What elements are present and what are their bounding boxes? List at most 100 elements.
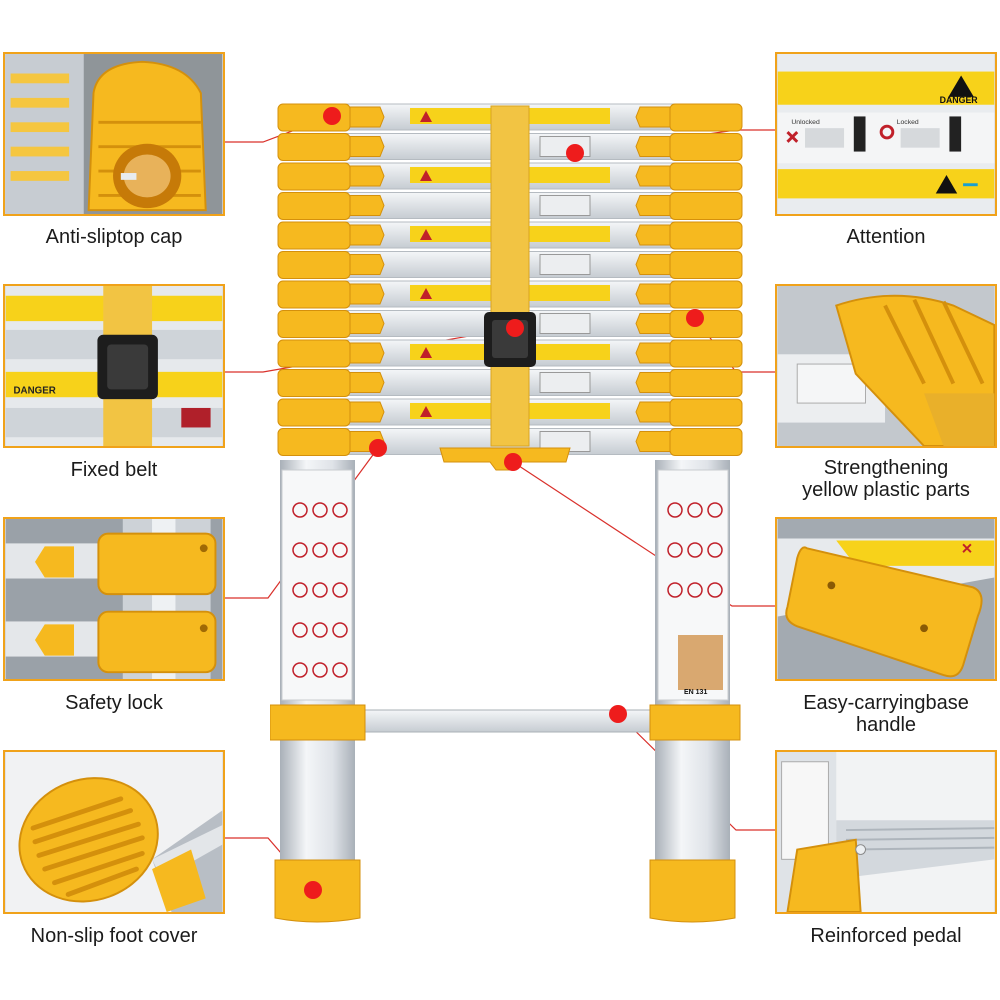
- prohibition-icon: [312, 662, 328, 678]
- left-rung-cap: [277, 251, 351, 279]
- left-rung-clip: [349, 106, 385, 128]
- right-rung-clip: [635, 431, 671, 452]
- prohibition-icon: [292, 582, 308, 598]
- warning-triangle-icon: [420, 170, 432, 181]
- prohibition-icon: [667, 542, 683, 558]
- left-rung-cap: [277, 280, 351, 309]
- left-rung-cap: [277, 133, 351, 161]
- prohibition-icon: [312, 622, 328, 638]
- left-rung-clip: [349, 283, 385, 305]
- prohibition-icon: [707, 582, 723, 598]
- prohibition-icon: [312, 542, 328, 558]
- carrying-handle-label-line2: handle: [855, 714, 917, 736]
- right-rung-cap: [669, 310, 743, 338]
- locked-text: Locked: [897, 119, 919, 126]
- foot-cover-panel: [3, 750, 225, 914]
- danger-text-belt: DANGER: [14, 385, 56, 396]
- strengthening-image: [777, 286, 995, 446]
- pedal-label: Reinforced pedal: [810, 925, 962, 947]
- sticker-icons: [292, 502, 723, 678]
- unlocked-text: Unlocked: [791, 119, 820, 126]
- foot-cover-image: [5, 752, 223, 912]
- attention-panel: DANGER Unlocked Locked: [775, 52, 997, 216]
- left-rung-clip: [349, 224, 385, 246]
- prohibition-icon: [332, 502, 348, 518]
- prohibition-icon: [667, 502, 683, 518]
- left-rung-clip: [349, 136, 385, 157]
- strengthening-label: Strengthening yellow plastic parts: [775, 457, 997, 501]
- left-rung-clip: [349, 401, 385, 423]
- left-rung-cap: [277, 369, 351, 397]
- anti-sliptop-cap-image: [5, 54, 223, 214]
- right-rung-cap: [669, 398, 743, 427]
- warning-triangle-icon: [420, 288, 432, 299]
- left-rung-cap: [277, 192, 351, 220]
- prohibition-icon: [707, 542, 723, 558]
- right-rung-clip: [635, 254, 671, 275]
- carrying-handle-image: [777, 519, 995, 679]
- prohibition-icon: [687, 542, 703, 558]
- prohibition-icon: [312, 502, 328, 518]
- left-rung-clip: [349, 372, 385, 393]
- strengthening-panel: [775, 284, 997, 448]
- carrying-handle-label-line1: Easy-carryingbase: [803, 692, 969, 714]
- prohibition-icon: [332, 542, 348, 558]
- left-rung-cap: [277, 162, 351, 191]
- right-rung-cap: [669, 192, 743, 220]
- fixed-belt-image: DANGER: [5, 286, 223, 446]
- left-rung-clip: [349, 313, 385, 334]
- right-rung-cap: [669, 221, 743, 250]
- anti-sliptop-cap-label: Anti-sliptop cap: [45, 226, 183, 248]
- safety-lock-label: Safety lock: [65, 692, 163, 714]
- left-pedal-clamp: [270, 704, 366, 741]
- right-rung-clip: [635, 195, 671, 216]
- right-pedal-clamp: [649, 704, 741, 741]
- lock-indicator: [539, 372, 591, 393]
- right-rung-clip: [635, 342, 671, 364]
- left-rung-clip: [349, 254, 385, 275]
- lock-indicator: [539, 313, 591, 334]
- right-rung-cap: [669, 133, 743, 161]
- lock-indicator: [539, 195, 591, 216]
- left-rung-clip: [349, 165, 385, 187]
- right-rung-clip: [635, 224, 671, 246]
- danger-text-attention: DANGER: [940, 95, 979, 105]
- pedal-panel: [775, 750, 997, 914]
- right-rung-clip: [635, 106, 671, 128]
- lock-indicator: [539, 254, 591, 275]
- lock-indicator: [539, 136, 591, 157]
- bottom-rung: [359, 709, 661, 733]
- right-rung-clip: [635, 313, 671, 334]
- ladder-poles: EN 131: [280, 460, 730, 860]
- pedal-image: [777, 752, 995, 912]
- prohibition-icon: [332, 582, 348, 598]
- attention-label: Attention: [846, 226, 926, 248]
- right-rung-clip: [635, 401, 671, 423]
- safety-lock-panel: [3, 517, 225, 681]
- left-rung-cap: [277, 310, 351, 338]
- right-rung-clip: [635, 136, 671, 157]
- telescopic-ladder: EN 131: [270, 103, 743, 923]
- right-rung-clip: [635, 372, 671, 393]
- prohibition-icon: [707, 502, 723, 518]
- prohibition-icon: [687, 582, 703, 598]
- safety-lock-image: [5, 519, 223, 679]
- strengthening-label-line2: yellow plastic parts: [802, 479, 970, 501]
- right-rung-cap: [669, 162, 743, 191]
- left-rung-clip: [349, 195, 385, 216]
- left-rung-clip: [349, 431, 385, 452]
- carrying-handle-panel: [775, 517, 997, 681]
- prohibition-icon: [312, 582, 328, 598]
- prohibition-icon: [332, 622, 348, 638]
- warning-triangle-icon: [420, 111, 432, 122]
- left-rung-cap: [277, 398, 351, 427]
- standard-text: EN 131: [684, 689, 707, 696]
- attention-image: DANGER Unlocked Locked: [777, 54, 995, 214]
- right-rung-cap: [669, 280, 743, 309]
- fixed-belt-panel: DANGER: [3, 284, 225, 448]
- carrying-handle: [439, 447, 571, 471]
- warning-triangle-icon: [420, 406, 432, 417]
- carrying-handle-label: Easy-carryingbase handle: [775, 692, 997, 736]
- left-rung-cap: [277, 339, 351, 368]
- right-rung-cap: [669, 428, 743, 456]
